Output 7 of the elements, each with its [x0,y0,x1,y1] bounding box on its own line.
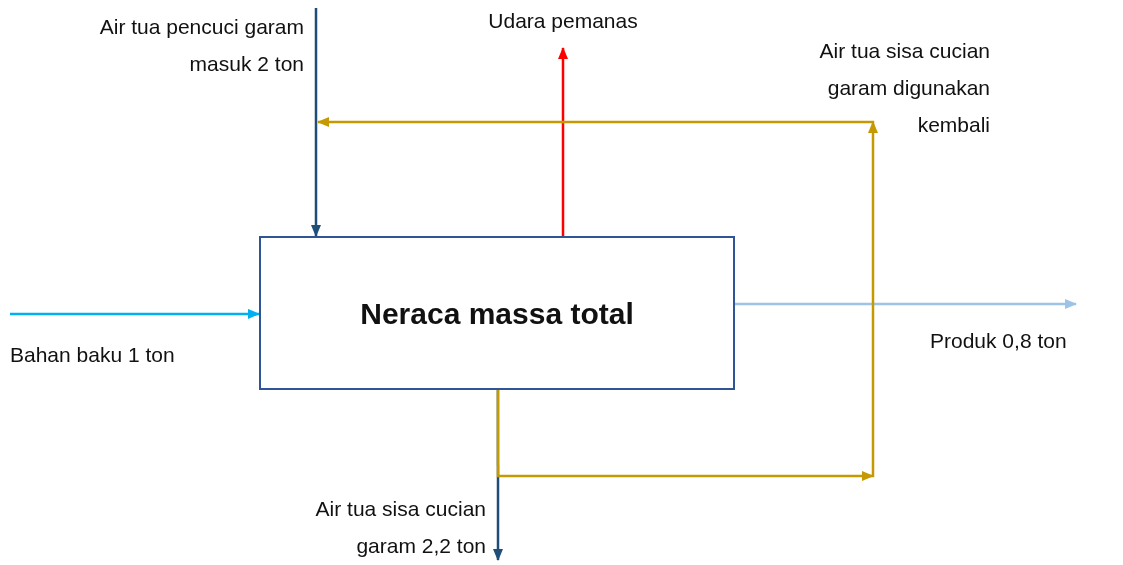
stream-label: Air tua sisa cucian garam 2,2 ton [262,490,498,565]
stream-label: Air tua pencuci garam masuk 2 ton [92,8,316,92]
edge-label: Air tua sisa cucian garam digunakan kembali [818,38,990,138]
stream-label: Bahan baku 1 ton [10,314,240,374]
stream-label: Produk 0,8 ton [930,304,1113,360]
process-box: Neraca massa total [259,236,735,390]
stream-label: Udara pemanas [413,2,713,48]
